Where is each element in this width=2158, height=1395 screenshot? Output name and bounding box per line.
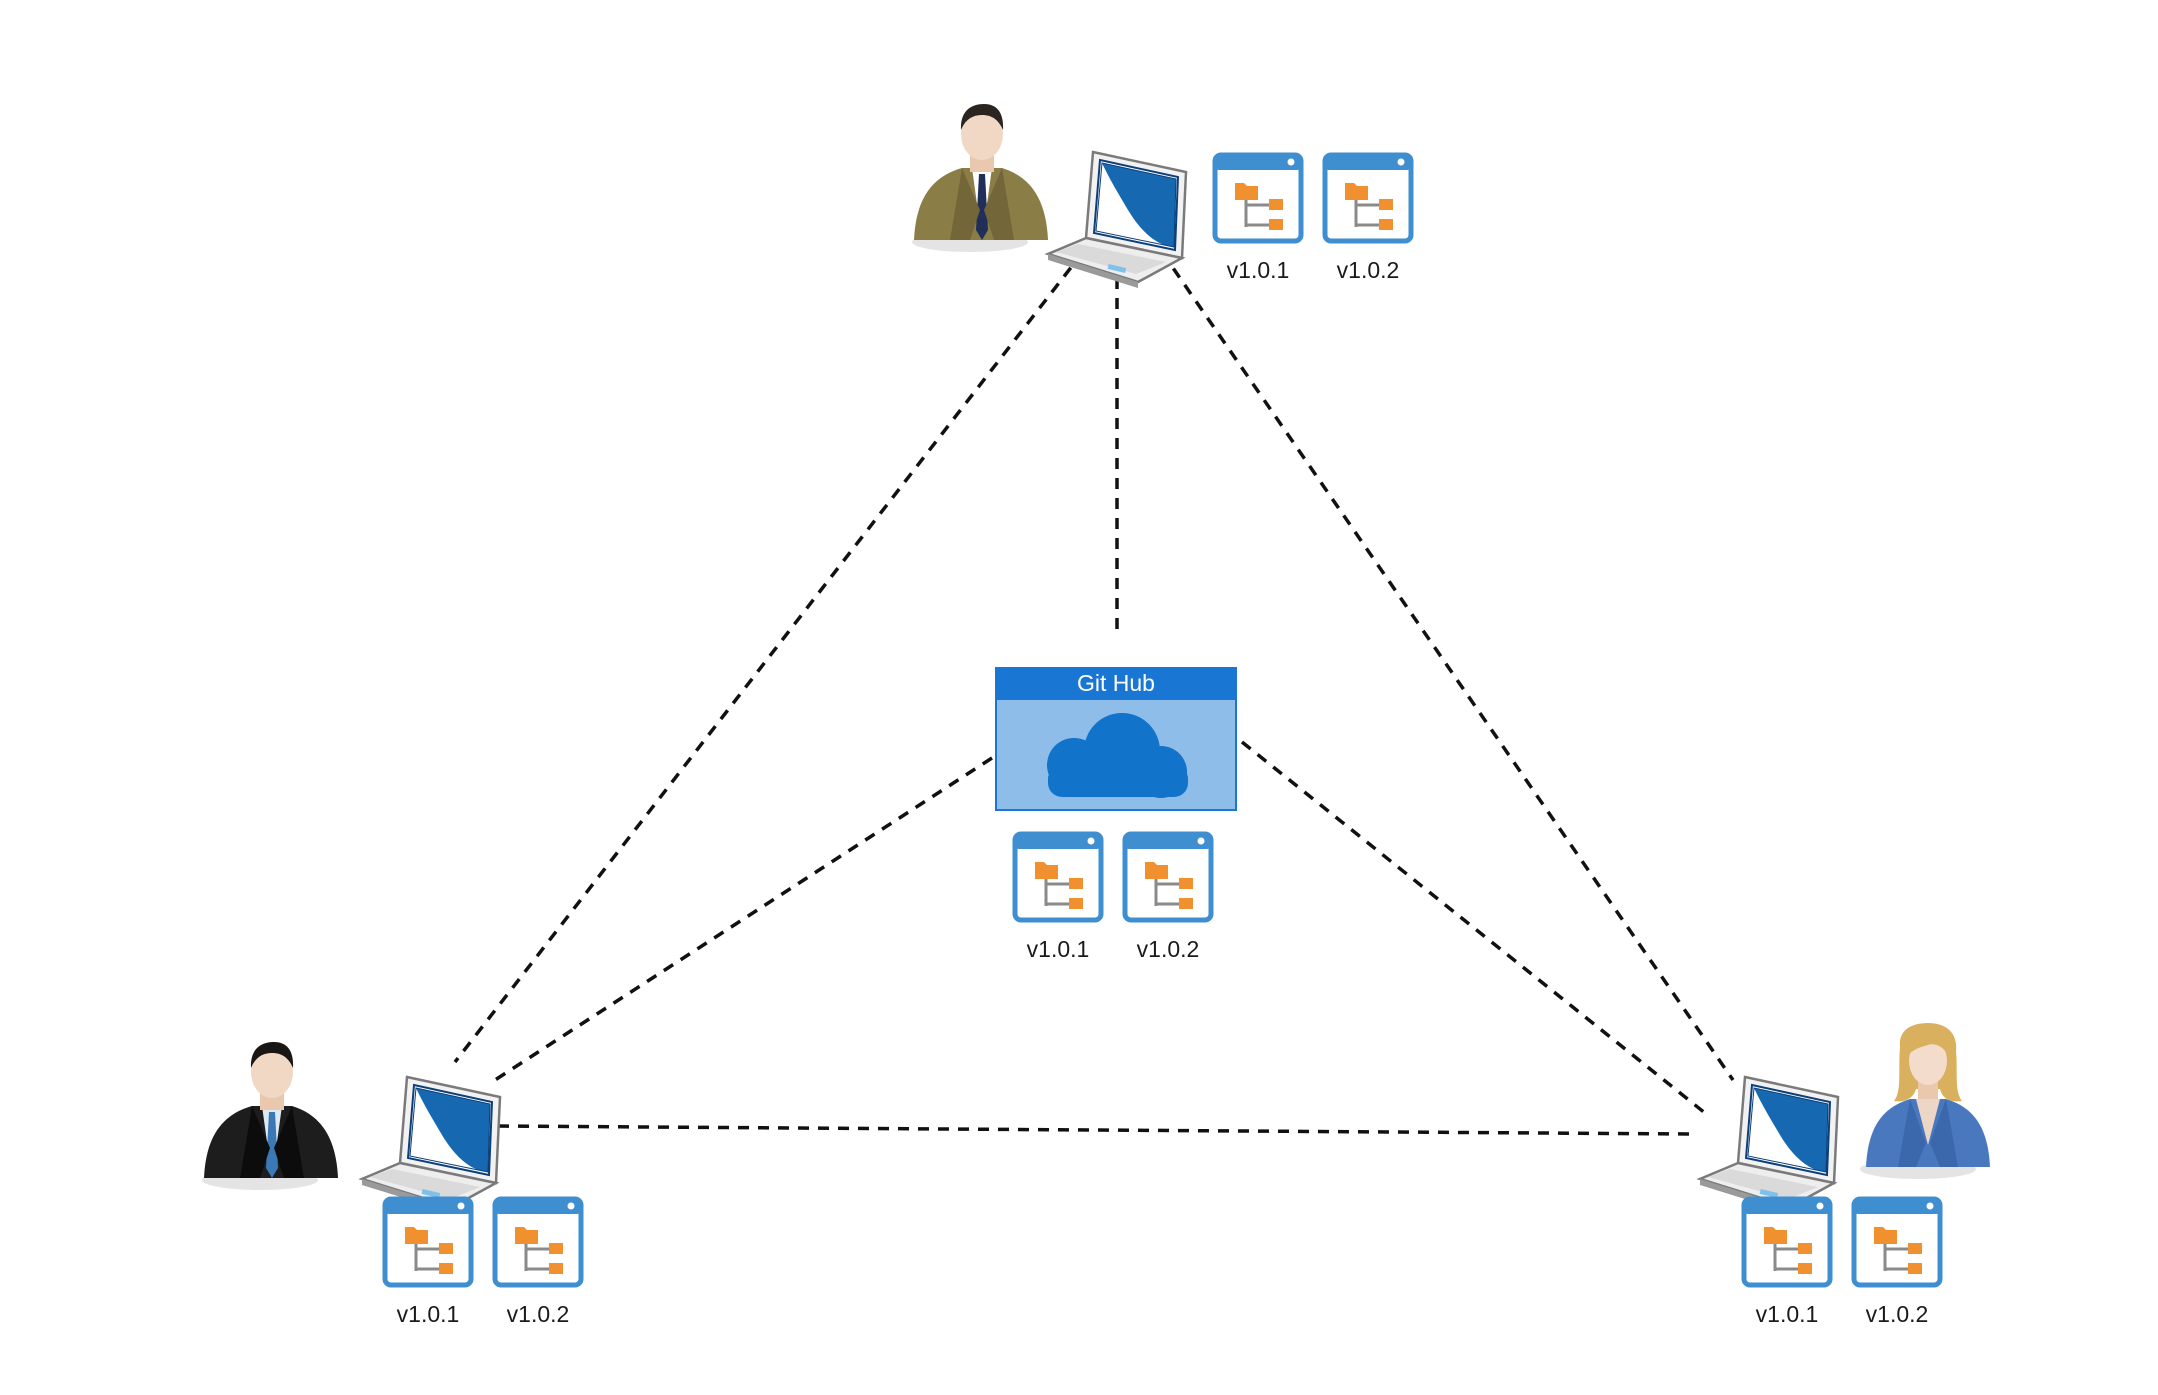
node-left <box>202 1042 581 1285</box>
version-label: v1.0.1 <box>1755 1301 1819 1327</box>
man-black-suit-avatar <box>202 1042 338 1190</box>
hub-title: Git Hub <box>1077 670 1155 696</box>
man-olive-suit-avatar <box>912 104 1048 252</box>
hub-repos <box>1015 834 1211 920</box>
connector-hub-right <box>1240 740 1707 1115</box>
version-label: v1.0.2 <box>1336 257 1400 283</box>
cloud-icon <box>1047 713 1188 798</box>
connector-top-right <box>1160 251 1735 1081</box>
laptop-icon <box>1698 1075 1840 1215</box>
connector-hub-left <box>494 756 993 1082</box>
repository-folder-tree-icon <box>495 1199 581 1285</box>
connectors <box>453 250 1735 1136</box>
version-label: v1.0.2 <box>506 1301 570 1327</box>
node-right <box>1698 1023 1990 1285</box>
repository-folder-tree-icon <box>1854 1199 1940 1285</box>
version-label: v1.0.1 <box>1026 936 1090 962</box>
repository-folder-tree-icon <box>1125 834 1211 920</box>
version-label: v1.0.1 <box>396 1301 460 1327</box>
version-label: v1.0.2 <box>1136 936 1200 962</box>
repository-folder-tree-icon <box>1325 155 1411 241</box>
connector-top-left <box>453 250 1085 1064</box>
repository-folder-tree-icon <box>1744 1199 1830 1285</box>
node-top <box>912 104 1411 290</box>
laptop-icon <box>360 1075 502 1215</box>
repository-folder-tree-icon <box>1015 834 1101 920</box>
connector-left-right <box>497 1124 1691 1136</box>
repository-folder-tree-icon <box>1215 155 1301 241</box>
version-label: v1.0.2 <box>1865 1301 1929 1327</box>
repository-folder-tree-icon <box>385 1199 471 1285</box>
version-label: v1.0.1 <box>1226 257 1290 283</box>
github-hub <box>995 667 1237 811</box>
woman-blue-suit-avatar <box>1860 1023 1990 1179</box>
